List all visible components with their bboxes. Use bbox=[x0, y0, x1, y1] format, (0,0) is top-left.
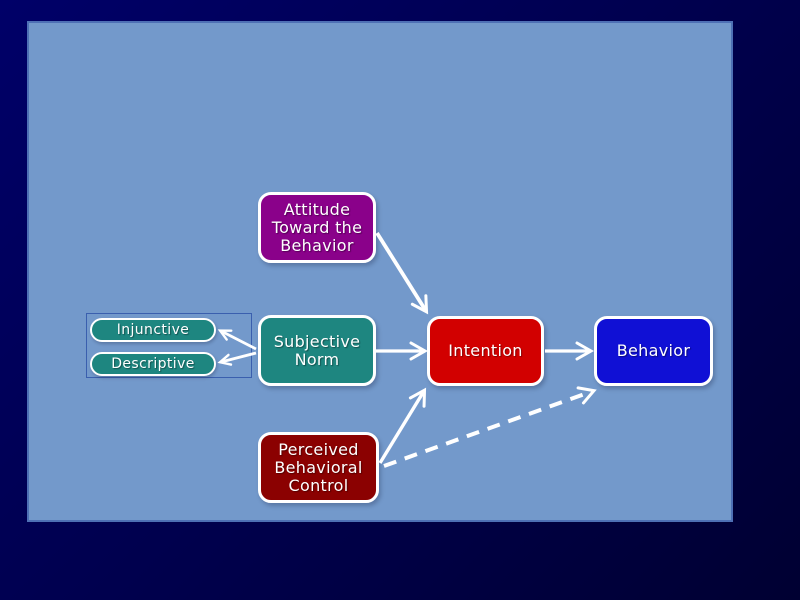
node-descriptive: Descriptive bbox=[90, 352, 216, 376]
node-subjective-norm-label: Subjective Norm bbox=[273, 331, 361, 369]
node-intention: Intention bbox=[427, 316, 544, 386]
node-descriptive-label: Descriptive bbox=[111, 356, 195, 372]
node-perceived-behavioral-control: Perceived Behavioral Control bbox=[258, 432, 379, 503]
node-perceived-control-label: Perceived Behavioral Control bbox=[274, 439, 363, 495]
node-injunctive-label: Injunctive bbox=[116, 322, 190, 338]
node-subjective-norm: Subjective Norm bbox=[258, 315, 376, 386]
node-intention-label: Intention bbox=[448, 341, 523, 360]
node-injunctive: Injunctive bbox=[90, 318, 216, 342]
node-attitude-label: Attitude Toward the Behavior bbox=[271, 199, 363, 255]
slide-canvas[interactable] bbox=[27, 21, 733, 522]
node-behavior-label: Behavior bbox=[616, 341, 691, 360]
node-behavior: Behavior bbox=[594, 316, 713, 386]
node-attitude-toward-behavior: Attitude Toward the Behavior bbox=[258, 192, 376, 263]
